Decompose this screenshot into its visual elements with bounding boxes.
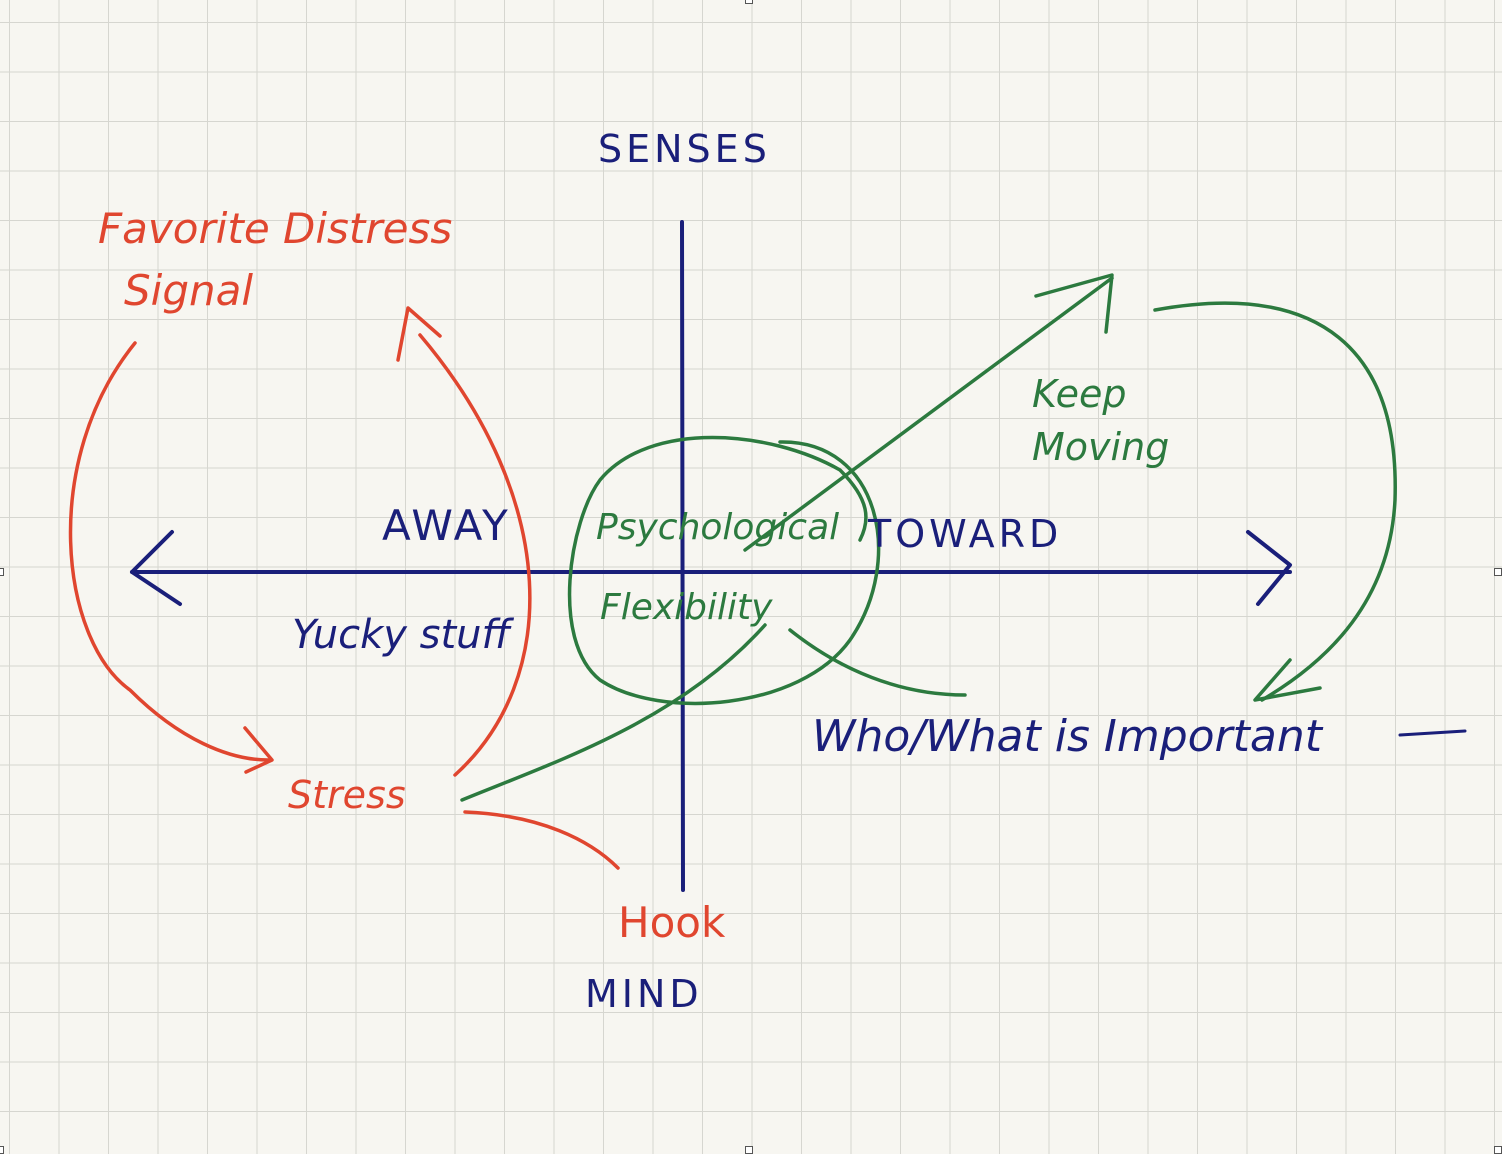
axis-label-senses: SENSES — [598, 127, 771, 171]
resize-handle-left[interactable] — [0, 568, 4, 576]
resize-handle-bottom[interactable] — [745, 1146, 753, 1154]
axis-label-mind: MIND — [585, 972, 703, 1016]
right-arrowhead — [1246, 530, 1292, 606]
keep-moving-arrowhead — [1253, 658, 1322, 702]
label-favorite-distress: Favorite Distress — [98, 204, 453, 253]
axis-label-away: AWAY — [382, 501, 511, 550]
label-yucky-stuff: Yucky stuff — [292, 612, 511, 658]
label-signal: Signal — [124, 266, 254, 315]
toward-arrowhead — [1034, 273, 1114, 334]
toward-arrow-line — [743, 276, 1114, 552]
distress-to-stress-arrowhead — [243, 726, 274, 774]
label-flexibility: Flexibility — [600, 587, 773, 628]
label-moving: Moving — [1032, 425, 1170, 469]
resize-handle-bottom-left[interactable] — [0, 1146, 4, 1154]
label-stress: Stress — [288, 773, 406, 817]
label-keep: Keep — [1032, 372, 1127, 416]
resize-handle-top[interactable] — [745, 0, 753, 4]
stress-to-flexibility-line — [460, 623, 767, 802]
keep-moving-loop-arrow — [1153, 301, 1397, 702]
psychological-flexibility-circle — [567, 435, 881, 706]
vertical-axis — [680, 220, 685, 892]
left-arrowhead — [130, 530, 182, 606]
stress-to-distress-arrowhead — [396, 306, 442, 362]
resize-handle-bottom-right[interactable] — [1494, 1146, 1502, 1154]
label-psychological: Psychological — [596, 507, 840, 548]
label-who-what-important: Who/What is Important — [812, 711, 1322, 762]
who-what-underline-stroke — [1398, 729, 1467, 737]
axis-label-toward: TOWARD — [868, 512, 1063, 556]
resize-handle-right[interactable] — [1494, 568, 1502, 576]
label-hook: Hook — [618, 898, 726, 947]
distress-to-stress-arrow — [68, 341, 270, 762]
flexibility-to-important-line — [788, 628, 967, 697]
stress-to-distress-arrow — [418, 333, 532, 777]
hook-line — [463, 810, 620, 870]
